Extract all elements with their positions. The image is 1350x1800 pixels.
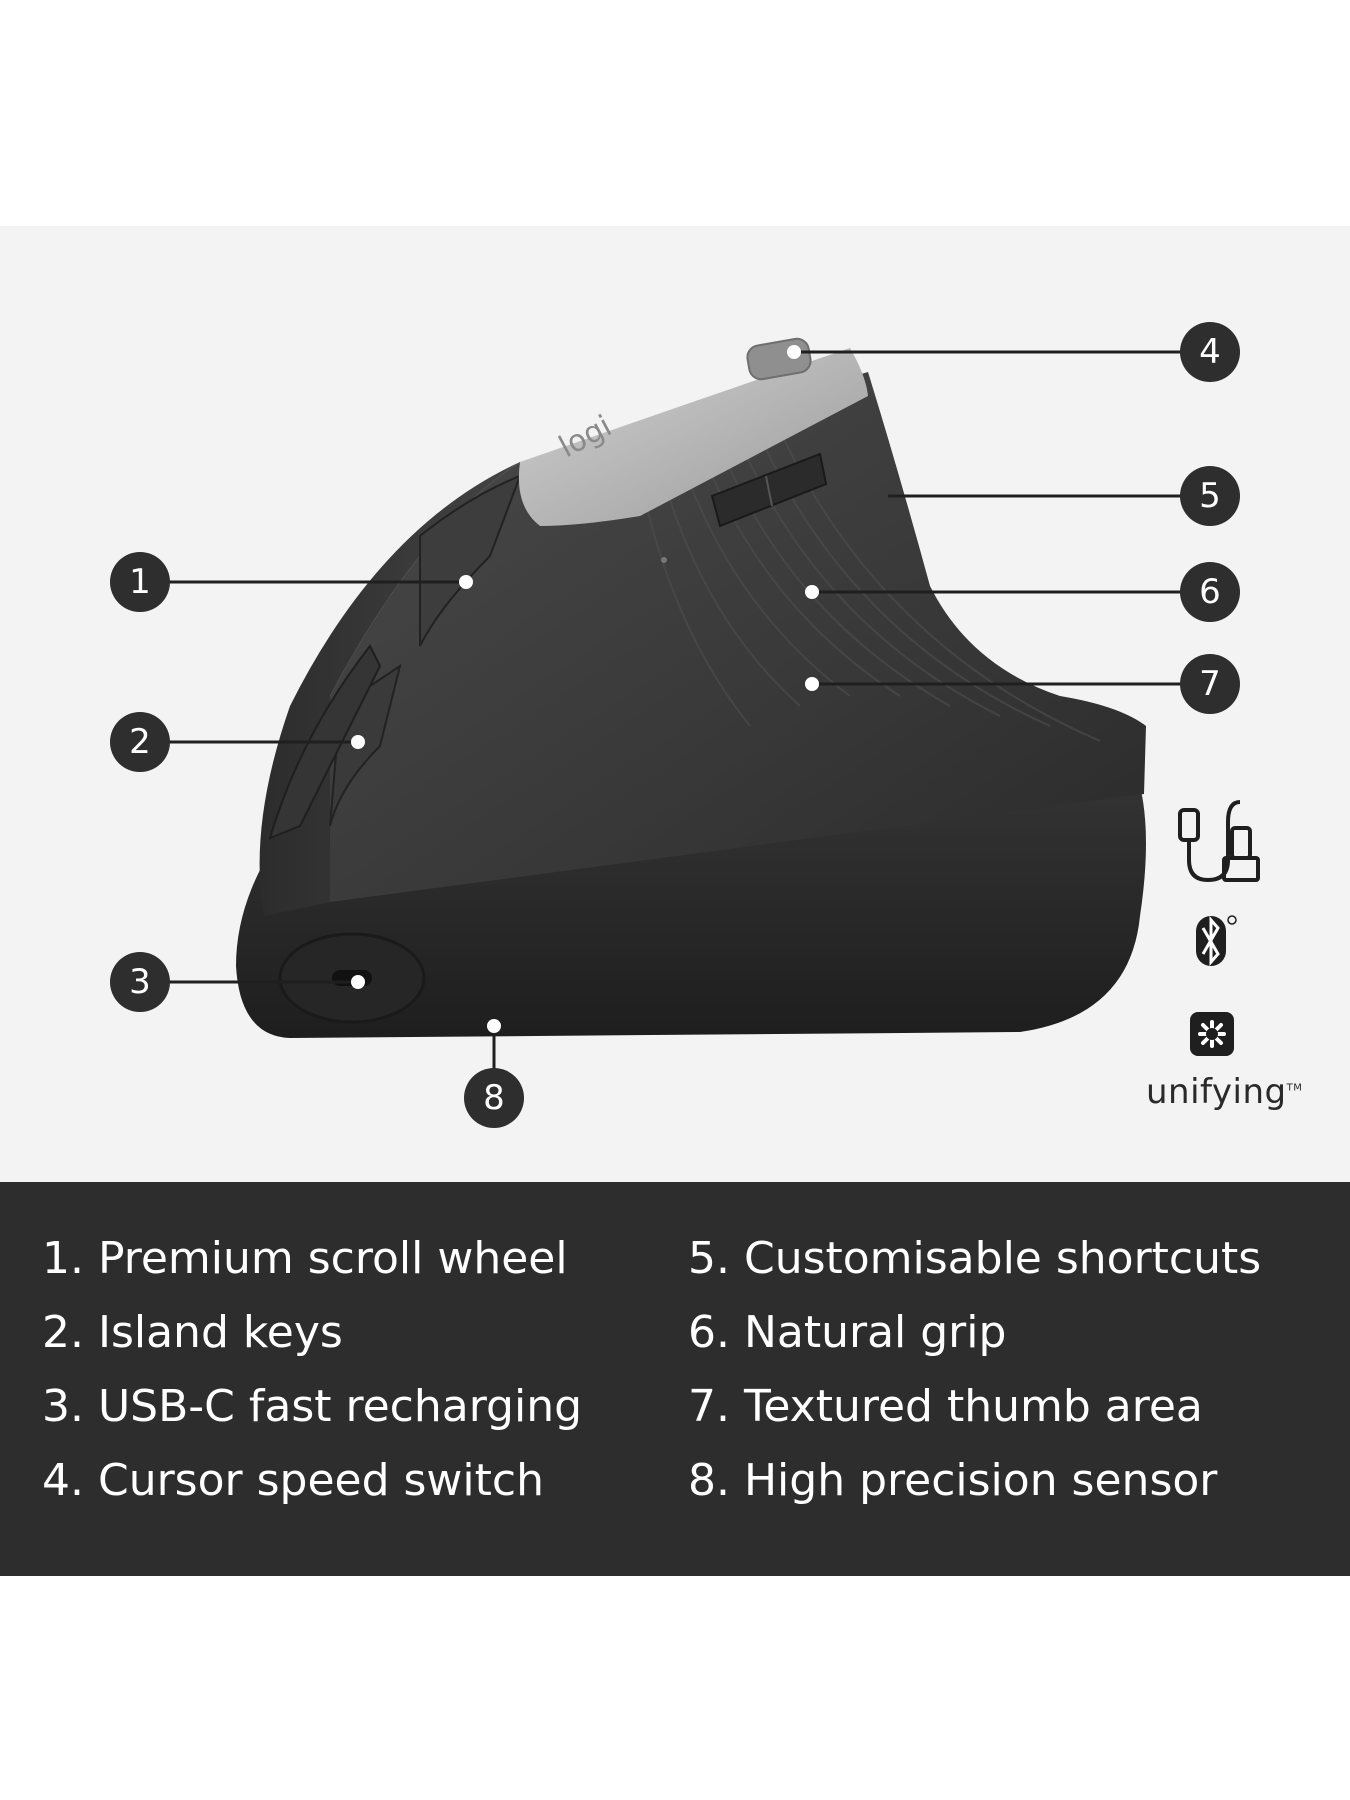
- features-list-panel: 1. Premium scroll wheel 2. Island keys 3…: [0, 1182, 1350, 1576]
- feature-item: 2. Island keys: [42, 1307, 343, 1358]
- callout-marker-4: 4: [1180, 322, 1240, 382]
- callout-marker-7: 7: [1180, 654, 1240, 714]
- feature-item: 3. USB-C fast recharging: [42, 1381, 583, 1432]
- feature-item: 7. Textured thumb area: [688, 1381, 1203, 1432]
- unifying-text: unifying: [1146, 1072, 1287, 1112]
- silver-top-plate: [518, 348, 868, 526]
- callout-marker-5: 5: [1180, 466, 1240, 526]
- callout-dots: [351, 345, 819, 1033]
- product-illustration-panel: logi: [0, 226, 1350, 1182]
- trademark-mark: TM: [1286, 1082, 1303, 1094]
- callout-marker-6: 6: [1180, 562, 1240, 622]
- feature-item: 6. Natural grip: [688, 1307, 1007, 1358]
- unifying-receiver-icon: [1190, 1012, 1234, 1056]
- callout-marker-2: 2: [110, 712, 170, 772]
- mouse-illustration: logi: [140, 337, 1260, 1080]
- unifying-label: unifyingTM: [1146, 1072, 1302, 1112]
- callout-lines: [140, 350, 1210, 1080]
- feature-item: 4. Cursor speed switch: [42, 1455, 544, 1506]
- feature-item: 5. Customisable shortcuts: [688, 1233, 1262, 1284]
- status-led: [661, 557, 667, 563]
- bluetooth-icon: [1196, 915, 1237, 966]
- callout-marker-1: 1: [110, 552, 170, 612]
- callout-marker-3: 3: [110, 952, 170, 1012]
- feature-item: 1. Premium scroll wheel: [42, 1233, 568, 1284]
- callout-marker-8: 8: [464, 1068, 524, 1128]
- usb-cable-icon: [1178, 800, 1260, 883]
- feature-item: 8. High precision sensor: [688, 1455, 1218, 1506]
- scroll-wheel-button: [419, 474, 522, 647]
- features-column-left: 1. Premium scroll wheel 2. Island keys 3…: [42, 1222, 582, 1518]
- mouse-side: [259, 462, 520, 916]
- features-column-right: 5. Customisable shortcuts 6. Natural gri…: [688, 1222, 1261, 1518]
